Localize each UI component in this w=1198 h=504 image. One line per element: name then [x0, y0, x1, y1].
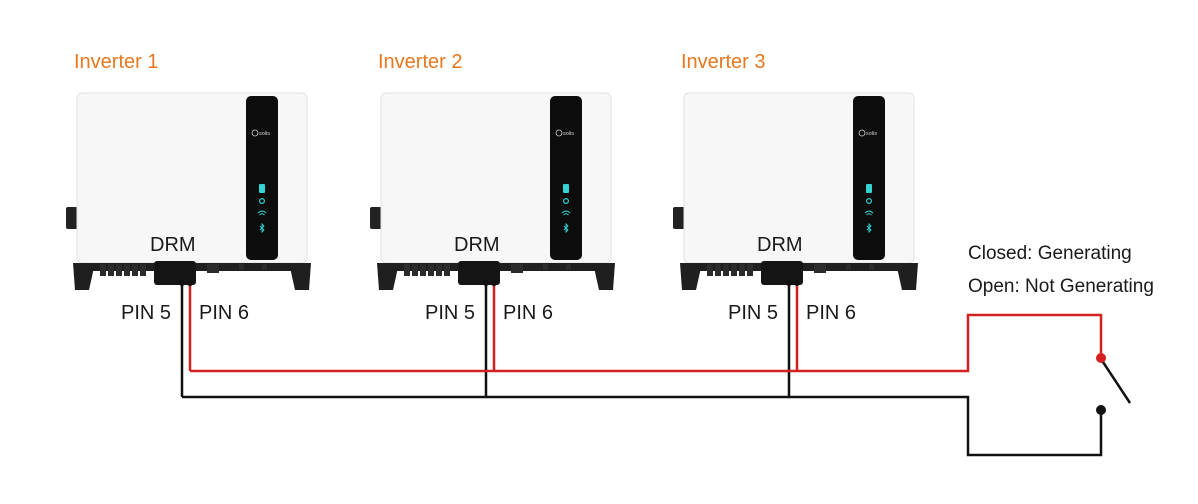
- switch-lever: [1099, 358, 1132, 404]
- foot-right: [289, 263, 311, 290]
- switch-contact-black: [1096, 405, 1106, 415]
- switch-contact-red: [1096, 353, 1106, 363]
- inverter-title: Inverter 2: [378, 51, 462, 73]
- connector: [140, 264, 146, 276]
- pin-5-terminal: [786, 280, 792, 286]
- wifi-led-icon: [257, 210, 267, 216]
- status-led-icon: [563, 198, 570, 205]
- connector: [132, 264, 138, 276]
- bluetooth-led-icon: [563, 222, 569, 234]
- connector: [262, 264, 267, 270]
- inverter-title: Inverter 1: [74, 51, 158, 73]
- connector: [739, 264, 745, 276]
- connector: [239, 264, 244, 270]
- foot-right: [896, 263, 918, 290]
- pin-6-wiring: [188, 283, 1103, 373]
- connector: [566, 264, 571, 270]
- drm-label: DRM: [454, 234, 500, 256]
- connector: [869, 264, 874, 270]
- pin-5-label: PIN 5: [121, 302, 171, 324]
- wifi-led-icon: [864, 210, 874, 216]
- side-handle: [370, 207, 382, 229]
- drm-label: DRM: [150, 234, 196, 256]
- connector: [100, 264, 106, 276]
- wifi-led-icon: [561, 210, 571, 216]
- connector: [404, 264, 410, 276]
- legend-closed: Closed: Generating: [968, 243, 1132, 264]
- connector: [846, 264, 851, 270]
- foot-left: [680, 263, 702, 290]
- status-led-icon: [866, 198, 873, 205]
- inverter-3: Inverter 3 solis DRM PIN 5 PIN 6: [673, 51, 918, 324]
- connector: [707, 264, 713, 276]
- foot-left: [73, 263, 95, 290]
- red-bus-wire: [190, 313, 1103, 373]
- brand-text: solis: [259, 131, 270, 137]
- side-handle: [673, 207, 685, 229]
- pin-5-wiring: [180, 283, 1103, 457]
- inverter-2: Inverter 2 solis DRM PIN 5 PIN 6: [370, 51, 615, 324]
- connector: [108, 264, 114, 276]
- status-led-icon: [259, 198, 266, 205]
- display-panel: [853, 96, 885, 260]
- brand-logo-icon: [555, 129, 563, 137]
- brand-text: solis: [866, 131, 877, 137]
- foot-right: [593, 263, 615, 290]
- pin-5-terminal: [179, 280, 185, 286]
- drm-port: [154, 261, 196, 285]
- connector: [116, 264, 122, 276]
- bluetooth-led-icon: [866, 222, 872, 234]
- connector: [814, 264, 826, 273]
- pin-6-terminal: [794, 280, 800, 286]
- pin-6-terminal: [187, 280, 193, 286]
- connector: [124, 264, 130, 276]
- connector: [207, 264, 219, 273]
- brand-logo-icon: [858, 129, 866, 137]
- battery-led-icon: [866, 184, 872, 193]
- drm-label: DRM: [757, 234, 803, 256]
- pin-6-label: PIN 6: [806, 302, 856, 324]
- connector: [428, 264, 434, 276]
- side-handle: [66, 207, 78, 229]
- drm-port: [458, 261, 500, 285]
- pin-5-label: PIN 5: [425, 302, 475, 324]
- pin-6-terminal: [491, 280, 497, 286]
- connector: [543, 264, 548, 270]
- connector: [723, 264, 729, 276]
- black-bus-wire: [182, 395, 1103, 457]
- foot-left: [377, 263, 399, 290]
- pin-5-terminal: [483, 280, 489, 286]
- connector: [747, 264, 753, 276]
- pin-5-label: PIN 5: [728, 302, 778, 324]
- connector: [436, 264, 442, 276]
- connector: [420, 264, 426, 276]
- display-panel: [246, 96, 278, 260]
- pin-6-label: PIN 6: [199, 302, 249, 324]
- connector: [731, 264, 737, 276]
- drm-switch: [1096, 353, 1132, 415]
- inverter-1: Inverter 1 solis DRM PIN 5 PIN 6: [66, 51, 311, 324]
- pin-6-label: PIN 6: [503, 302, 553, 324]
- connector: [444, 264, 450, 276]
- drm-port: [761, 261, 803, 285]
- connector: [511, 264, 523, 273]
- brand-logo-icon: [251, 129, 259, 137]
- inverter-title: Inverter 3: [681, 51, 765, 73]
- bluetooth-led-icon: [259, 222, 265, 234]
- legend-open: Open: Not Generating: [968, 276, 1154, 297]
- display-panel: [550, 96, 582, 260]
- connector: [412, 264, 418, 276]
- brand-text: solis: [563, 131, 574, 137]
- connector: [715, 264, 721, 276]
- battery-led-icon: [563, 184, 569, 193]
- battery-led-icon: [259, 184, 265, 193]
